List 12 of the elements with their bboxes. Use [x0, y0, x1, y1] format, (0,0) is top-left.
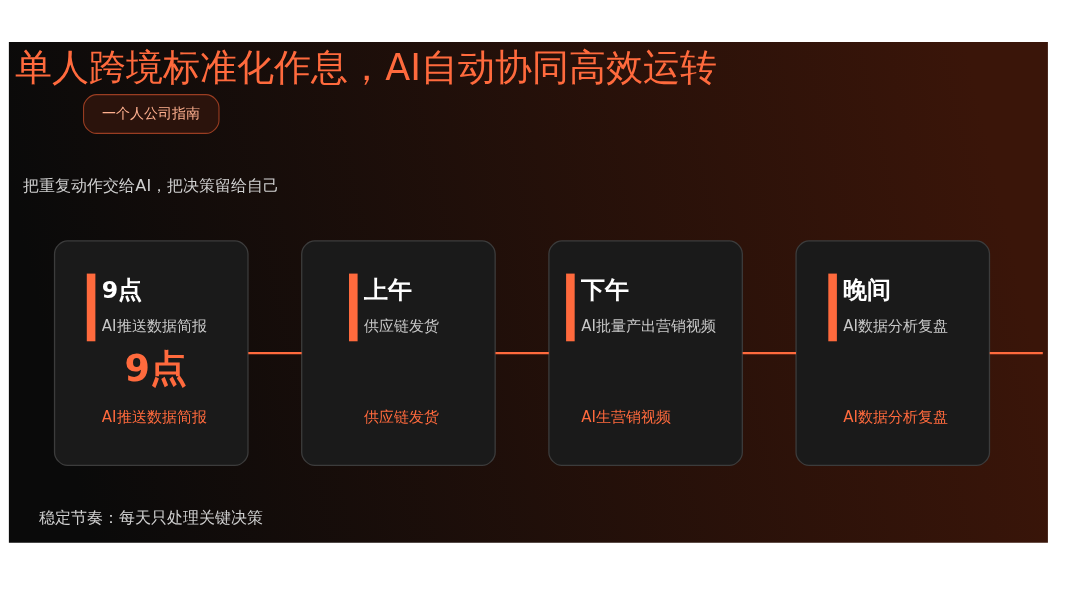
label: 把重复动作交给AI，把决策留给自己: [23, 175, 280, 195]
node-box: 下午 AI批量产出营销视频 AI生营销视频: [548, 240, 743, 467]
connector: [248, 352, 302, 355]
node-box: 上午 供应链发货 供应链发货: [301, 240, 496, 467]
connector: [495, 352, 549, 355]
connector: [989, 352, 1043, 355]
label: 稳定节奏：每天只处理关键决策: [39, 507, 264, 527]
connector: [742, 352, 796, 355]
diagram-title: 单人跨境标准化作息，AI自动协同高效运转: [15, 45, 718, 89]
node-box: 晚间 AI数据分析复盘 AI数据分析复盘: [795, 240, 991, 467]
node-box: 一个人公司指南: [83, 94, 220, 134]
node-box: 9点 AI推送数据简报 9点 AI推送数据简报: [53, 240, 249, 467]
